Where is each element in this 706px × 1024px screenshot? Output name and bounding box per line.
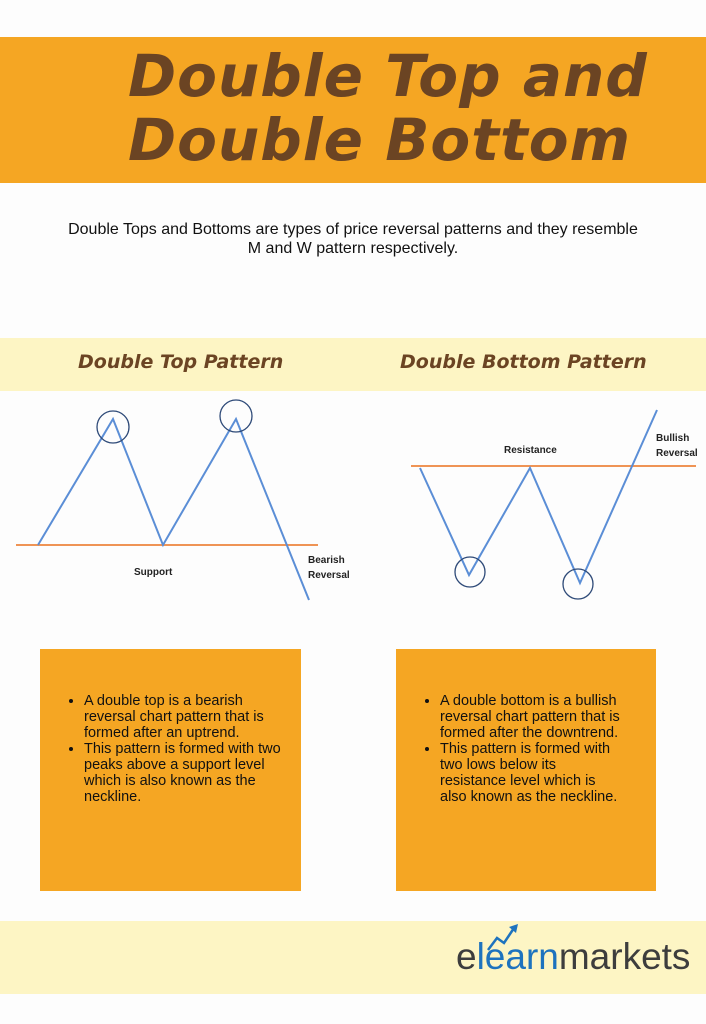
elearnmarkets-logo[interactable]: elearnmarkets [456, 933, 690, 981]
logo-text-learn: learn [476, 936, 559, 977]
double-bottom-point-2: This pattern is formed with two lows bel… [440, 741, 626, 805]
support-label: Support [134, 567, 173, 578]
double-bottom-price-line [419, 409, 658, 586]
double-bottom-info-box: A double bottom is a bullish reversal ch… [396, 649, 656, 891]
second-low-circle [562, 568, 594, 600]
first-peak-circle [96, 410, 130, 444]
second-peak-circle [219, 399, 253, 433]
page-title-line-2: Double Bottom [128, 106, 631, 174]
double-top-price-line [37, 416, 310, 601]
logo-text-e: e [456, 936, 477, 977]
double-bottom-point-1: A double bottom is a bullish reversal ch… [440, 693, 626, 741]
intro-text: Double Tops and Bottoms are types of pri… [68, 221, 638, 257]
first-low-circle [454, 556, 486, 588]
double-top-point-2: This pattern is formed with two peaks ab… [84, 741, 281, 805]
title-banner [0, 37, 706, 183]
double-top-points: A double top is a bearish reversal chart… [40, 649, 301, 805]
double-top-heading: Double Top Pattern [78, 351, 284, 373]
page-title-line-1: Double Top and [128, 42, 648, 110]
double-bottom-points: A double bottom is a bullish reversal ch… [396, 649, 656, 805]
bearish-label: Bearish [308, 555, 345, 566]
section-header-band [0, 338, 706, 391]
logo-text-markets: markets [558, 936, 691, 977]
double-bottom-heading: Double Bottom Pattern [400, 351, 647, 373]
double-top-diagram: Support Bearish Reversal [16, 399, 350, 601]
bullish-label: Bullish [656, 433, 689, 444]
bearish-reversal-label: Reversal [308, 570, 350, 581]
resistance-label: Resistance [504, 445, 557, 456]
footer-band [0, 921, 706, 994]
double-bottom-diagram: Resistance Bullish Reversal [411, 409, 698, 600]
bullish-reversal-label: Reversal [656, 448, 698, 459]
double-top-point-1: A double top is a bearish reversal chart… [84, 693, 281, 741]
double-top-info-box: A double top is a bearish reversal chart… [40, 649, 301, 891]
pattern-diagrams: Support Bearish Reversal Resistance Bull… [16, 399, 698, 601]
